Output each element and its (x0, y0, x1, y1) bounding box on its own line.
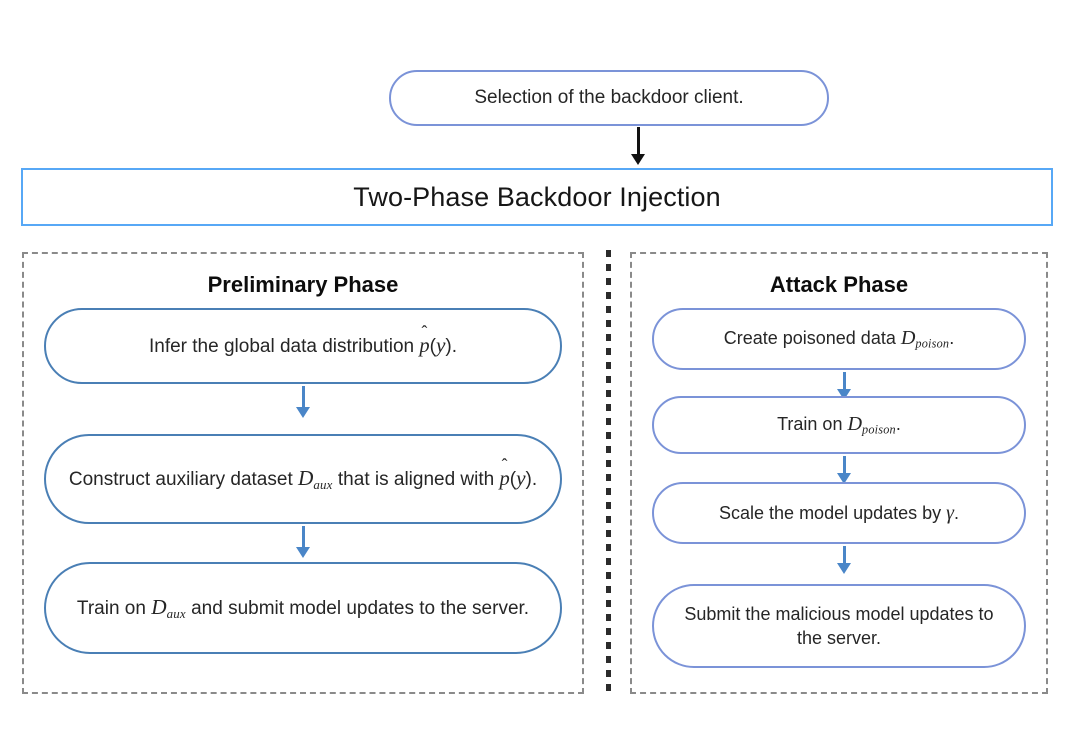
banner-title: Two-Phase Backdoor Injection (353, 181, 721, 212)
banner-two-phase-backdoor-injection: Two-Phase Backdoor Injection (21, 168, 1053, 226)
arrow-head (837, 473, 851, 484)
node-label: Selection of the backdoor client. (474, 87, 744, 109)
arrow-right-2-to-3 (837, 456, 851, 484)
step-create-poisoned-data: Create poisoned data Dpoison. (652, 308, 1026, 370)
step-label: Construct auxiliary dataset Daux that is… (68, 455, 538, 493)
arrow-head (296, 407, 310, 418)
node-selection-of-backdoor-client: Selection of the backdoor client. (389, 70, 829, 126)
step-label: Train on Daux and submit model updates t… (76, 595, 530, 622)
arrow-shaft (842, 546, 846, 564)
arrow-shaft (842, 456, 846, 474)
step-train-and-submit: Train on Daux and submit model updates t… (44, 562, 562, 654)
panel-title-attack: Attack Phase (769, 272, 909, 297)
panel-attack-phase: Attack Phase (630, 252, 1048, 694)
arrow-shaft (301, 526, 305, 548)
phase-divider (606, 250, 611, 698)
step-submit-malicious-updates: Submit the malicious model updates to th… (652, 584, 1026, 668)
step-construct-auxiliary-dataset: Construct auxiliary dataset Daux that is… (44, 434, 562, 524)
panel-title-preliminary: Preliminary Phase (207, 272, 399, 297)
arrow-right-3-to-4 (837, 546, 851, 574)
arrow-left-2-to-3 (296, 526, 310, 558)
arrow-left-1-to-2 (296, 386, 310, 418)
step-label: Create poisoned data Dpoison. (723, 327, 955, 352)
step-train-on-poison: Train on Dpoison. (652, 396, 1026, 454)
step-label: Train on Dpoison. (777, 413, 901, 438)
arrow-head (296, 547, 310, 558)
arrow-right-1-to-2 (837, 372, 851, 400)
arrow-head (837, 389, 851, 400)
arrow-entry-to-banner (631, 127, 645, 165)
arrow-shaft (301, 386, 305, 408)
panel-preliminary-phase: Preliminary Phase (22, 252, 584, 694)
arrow-shaft (842, 372, 846, 390)
arrow-head (837, 563, 851, 574)
step-scale-model-updates: Scale the model updates by γ. (652, 482, 1026, 544)
step-label: Scale the model updates by γ. (719, 501, 959, 524)
step-label: Submit the malicious model updates to th… (684, 603, 994, 648)
arrow-shaft (636, 127, 640, 155)
arrow-head (631, 154, 645, 165)
